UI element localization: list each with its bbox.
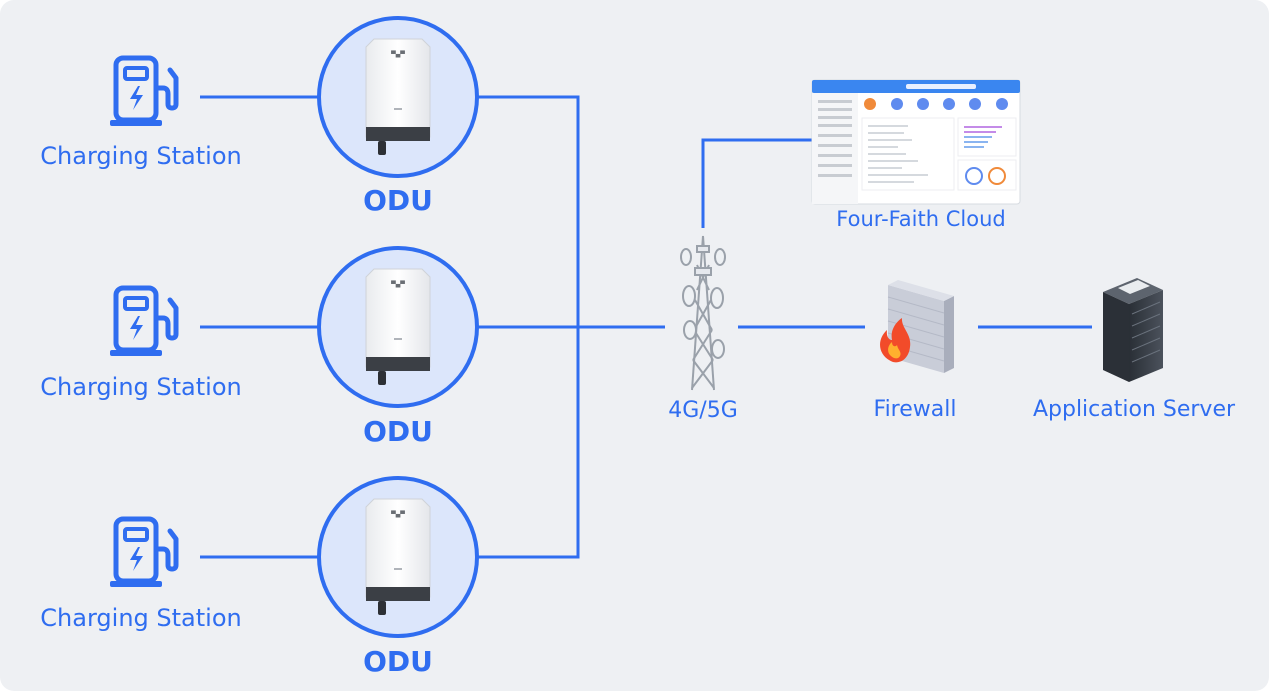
connection-lines	[200, 95, 1092, 559]
odu-node-3	[317, 476, 479, 638]
odu-label: ODU	[363, 415, 433, 448]
ev-charger-icon	[110, 288, 176, 356]
tower-label: 4G/5G	[668, 398, 738, 423]
server-rack-icon	[1103, 278, 1163, 382]
ev-charger-icon	[110, 58, 176, 126]
odu-node-2	[317, 246, 479, 408]
charging-station-label: Charging Station	[40, 142, 242, 170]
charging-station-label: Charging Station	[40, 604, 242, 632]
odu-label: ODU	[363, 645, 433, 678]
firewall-icon	[880, 280, 954, 373]
cell-tower-icon	[680, 235, 726, 391]
odu-device-icon	[365, 38, 431, 156]
odu-device-icon	[365, 498, 431, 616]
odu-device-icon	[365, 268, 431, 386]
odu-node-1	[317, 16, 479, 178]
server-label: Application Server	[1032, 397, 1236, 422]
ev-charger-icon	[110, 519, 176, 587]
cloud-dashboard-icon	[811, 79, 1021, 205]
link-tower-cloud	[701, 138, 812, 228]
cloud-label: Four-Faith Cloud	[836, 207, 1006, 231]
charging-station-label: Charging Station	[40, 373, 242, 401]
firewall-label: Firewall	[873, 397, 957, 422]
odu-label: ODU	[363, 184, 433, 217]
